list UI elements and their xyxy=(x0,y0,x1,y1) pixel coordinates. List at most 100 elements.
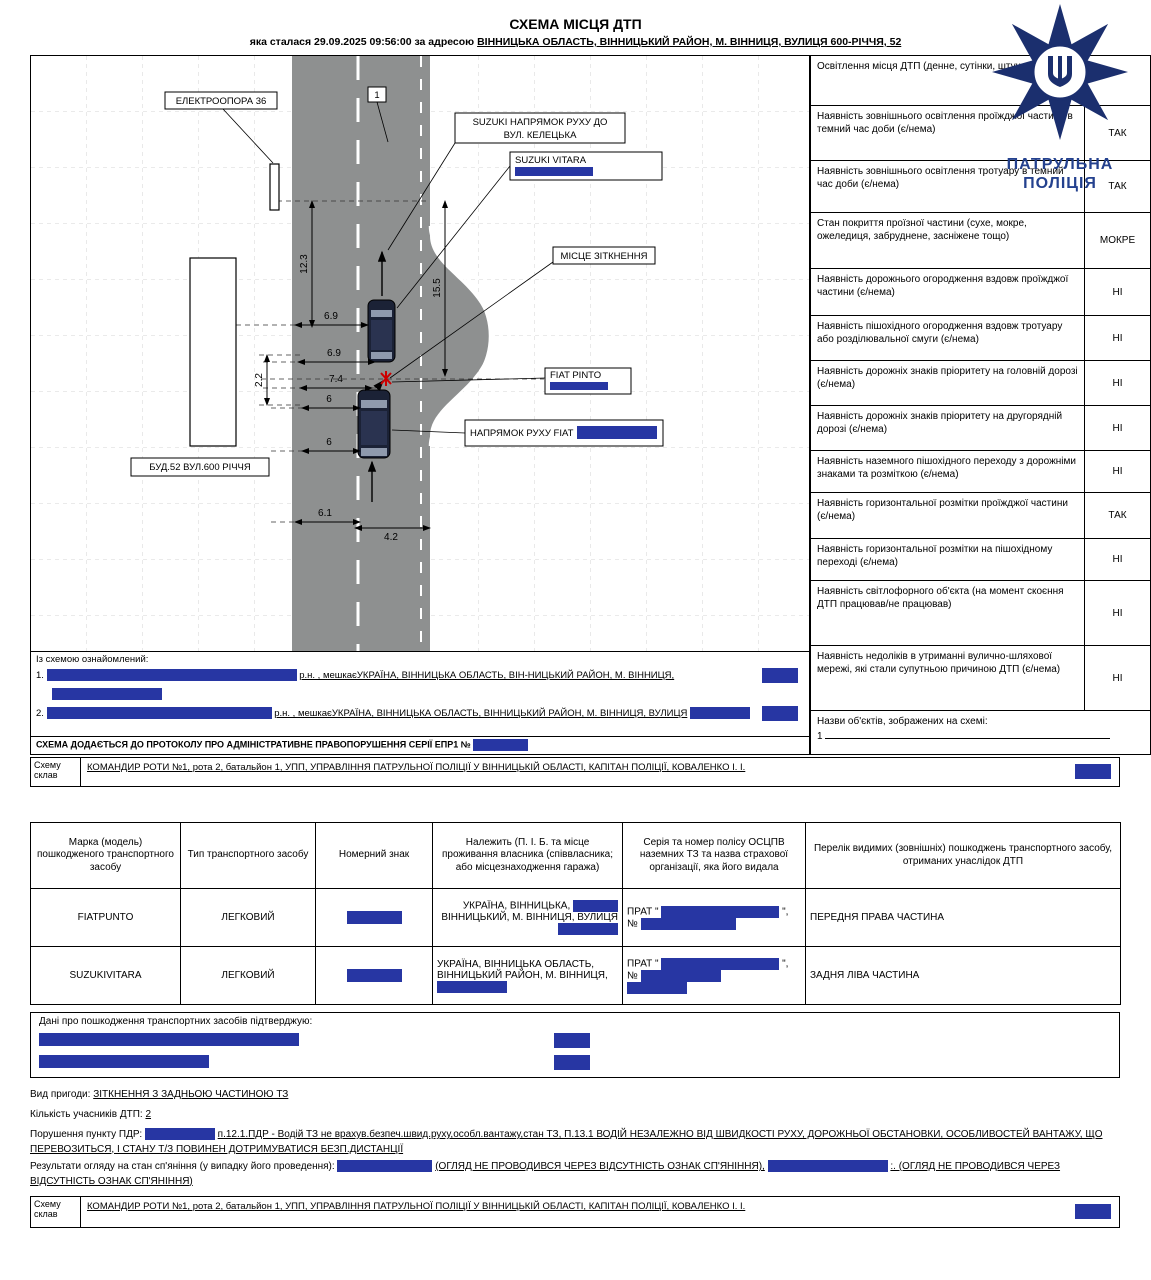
patrol-police-logo: ПАТРУЛЬНА ПОЛІЦІЯ xyxy=(988,0,1132,220)
redaction xyxy=(661,905,780,918)
vehicle-row-fiat: FIATPUNTO ЛЕГКОВИЙ УКРАЇНА, ВІННИЦЬКА, В… xyxy=(30,888,1121,947)
police-logo-line1: ПАТРУЛЬНА xyxy=(1006,156,1114,173)
col-header-type: Тип транспортного засобу xyxy=(180,822,316,889)
condition-answer: МОКРЕ xyxy=(1084,213,1150,268)
diagram-canvas: 12.3 15.5 6.9 6.9 2.2 7.4 6 6 6.1 4.2 xyxy=(31,56,809,651)
violation-text: п.12.1.ПДР - Водій ТЗ не врахув.безпеч.ш… xyxy=(30,1129,1103,1155)
redaction xyxy=(473,739,529,751)
condition-row: Наявність світлофорного об'єкта (на моме… xyxy=(811,581,1150,646)
incident-type-value: ЗІТКНЕННЯ З ЗАДНЬОЮ ЧАСТИНОЮ ТЗ xyxy=(93,1089,289,1100)
quote: ", xyxy=(782,906,789,918)
composer-label-line1: Схему xyxy=(34,1199,61,1209)
page-title: СХЕМА МІСЦЯ ДТП xyxy=(509,16,642,32)
condition-row: Наявність дорожнього огородження вздовж … xyxy=(811,269,1150,316)
redaction xyxy=(577,426,657,439)
label-building: БУД.52 ВУЛ.600 РІЧЧЯ xyxy=(149,462,251,473)
condition-row: Стан покриття проїзної частини (сухе, мо… xyxy=(811,213,1150,269)
dimension-6a: 6 xyxy=(326,394,332,405)
vehicle-owner: УКРАЇНА, ВІННИЦЬКА ОБЛАСТЬ, ВІННИЦЬКИЙ Р… xyxy=(432,946,623,1005)
redaction xyxy=(52,688,162,701)
vehicle-damage: ПЕРЕДНЯ ПРАВА ЧАСТИНА xyxy=(805,888,1121,947)
condition-question: Наявність світлофорного об'єкта (на моме… xyxy=(817,586,1064,610)
insurer-org-label: ПРАТ xyxy=(627,958,653,970)
condition-question: Наявність горизонтальної розмітки на піш… xyxy=(817,544,1053,568)
redaction xyxy=(515,167,593,176)
damage-confirmation-title: Дані про пошкодження транспортних засобі… xyxy=(39,1016,313,1027)
condition-question: Наявність зовнішнього освітлення тротуар… xyxy=(817,166,1064,190)
participant-1-residence: р.н. , мешкаєУКРАЇНА, ВІННИЦЬКА ОБЛАСТЬ,… xyxy=(299,670,675,681)
vehicle-plate xyxy=(315,888,433,947)
redaction xyxy=(346,911,402,924)
vehicle-owner: УКРАЇНА, ВІННИЦЬКА, ВІННИЦЬКИЙ, М. ВІННИ… xyxy=(432,888,623,947)
sobriety-label: Результати огляду на стан сп'яніння (у в… xyxy=(30,1161,335,1172)
condition-question: Наявність дорожніх знаків пріоритету на … xyxy=(817,366,1078,390)
occurred-prefix: яка сталася 29.09.2025 09:56:00 за адрес… xyxy=(249,36,475,48)
violation-label: Порушення пункту ПДР: xyxy=(30,1129,143,1140)
owner-text: ВІННИЦЬКИЙ, М. ВІННИЦЯ, ВУЛИЦЯ xyxy=(441,912,618,923)
dimension-12-3: 12.3 xyxy=(299,254,310,274)
condition-question: Наявність дорожніх знаків пріоритету на … xyxy=(817,411,1063,435)
sobriety-result-2: :. (ОГЛЯД НЕ ПРОВОДИВСЯ ЧЕРЕЗ ВІДСУТНІСТ… xyxy=(30,1161,1061,1187)
dimension-6b: 6 xyxy=(326,437,332,448)
acknowledgment-line-1: 1. р.н. , мешкаєУКРАЇНА, ВІННИЦЬКА ОБЛАС… xyxy=(36,668,804,684)
redaction xyxy=(144,1128,215,1141)
composer-label: Схему склав xyxy=(31,758,81,786)
signature-redaction xyxy=(1075,764,1111,779)
condition-answer: НІ xyxy=(1084,361,1150,405)
vehicle-insurance: ПРАТ " ", № xyxy=(622,888,806,947)
condition-row: Наявність дорожніх знаків пріоритету на … xyxy=(811,361,1150,406)
condition-answer: ТАК xyxy=(1084,493,1150,538)
vehicle-table: Марка (модель) пошкодженого транспортног… xyxy=(30,822,1121,1005)
condition-answer: НІ xyxy=(1084,581,1150,645)
accident-address: ВІННИЦЬКА ОБЛАСТЬ, ВІННИЦЬКИЙ РАЙОН, М. … xyxy=(477,36,902,48)
condition-answer: НІ xyxy=(1084,316,1150,360)
redaction xyxy=(346,969,402,982)
scheme-objects-row: Назви об'єктів, зображених на схемі: 1 xyxy=(811,711,1150,754)
condition-row: Наявність наземного пішохідного переходу… xyxy=(811,451,1150,493)
condition-row: Наявність горизонтальної розмітки на піш… xyxy=(811,539,1150,581)
quote: ", xyxy=(782,958,789,970)
redaction xyxy=(39,1033,299,1046)
condition-question: Наявність горизонтальної розмітки проїжд… xyxy=(817,498,1068,522)
participants-count: 2 xyxy=(145,1109,152,1120)
label-collision-point: МІСЦЕ ЗІТКНЕННЯ xyxy=(561,251,648,262)
car-fiat-punto xyxy=(357,389,391,459)
sobriety-result-1: (ОГЛЯД НЕ ПРОВОДИВСЯ ЧЕРЕЗ ВІДСУТНІСТЬ О… xyxy=(435,1161,765,1172)
owner-text: УКРАЇНА, ВІННИЦЬКА ОБЛАСТЬ, xyxy=(437,958,595,970)
composer-name: КОМАНДИР РОТИ №1, рота 2, батальйон 1, У… xyxy=(87,762,746,773)
police-logo-text: ПАТРУЛЬНА ПОЛІЦІЯ xyxy=(988,155,1132,193)
redaction xyxy=(550,382,608,390)
incident-type-line: Вид пригоди: ЗІТКНЕННЯ З ЗАДНЬОЮ ЧАСТИНО… xyxy=(30,1088,1120,1103)
condition-answer: НІ xyxy=(1084,539,1150,580)
dimensions: 12.3 15.5 6.9 6.9 2.2 7.4 6 6 6.1 4.2 xyxy=(254,200,448,543)
dimension-15-5: 15.5 xyxy=(432,278,443,298)
col-header-owner: Належить (П. І. Б. та місце проживання в… xyxy=(432,822,623,889)
owner-text: УКРАЇНА, ВІННИЦЬКА, xyxy=(462,900,571,912)
participants-label: Кількість учасників ДТП: xyxy=(30,1109,143,1120)
vehicle-make: SUZUKIVITARA xyxy=(30,946,181,1005)
redaction xyxy=(661,957,780,970)
attachment-note-text: СХЕМА ДОДАЄТЬСЯ ДО ПРОТОКОЛУ ПРО АДМІНІС… xyxy=(36,739,471,750)
redaction xyxy=(337,1160,433,1173)
diagram-labels: ЕЛЕКТРООПОРА 36 1 SUZUKI НАПРЯМОК РУХУ Д… xyxy=(130,86,664,477)
condition-question: Наявність недоліків в утриманні вулично-… xyxy=(817,651,1061,675)
acknowledgment-line-1b xyxy=(36,687,804,703)
scheme-composer-row-bottom: Схему склав КОМАНДИР РОТИ №1, рота 2, ба… xyxy=(30,1196,1120,1228)
scheme-objects-item-number: 1 xyxy=(817,730,823,742)
scheme-objects-label: Назви об'єктів, зображених на схемі: xyxy=(817,716,988,727)
condition-question: Освітлення місця ДТП (денне, сутінки, шт… xyxy=(817,61,1036,72)
condition-answer: НІ xyxy=(1084,269,1150,315)
label-electric-pole: ЕЛЕКТРООПОРА 36 xyxy=(176,96,267,107)
label-suzuki-direction-line2: ВУЛ. КЕЛЕЦЬКА xyxy=(504,130,577,141)
redaction xyxy=(689,707,750,720)
participant-number: 2. xyxy=(36,708,44,719)
policy-number-label: № xyxy=(627,918,638,930)
trident-icon xyxy=(1048,56,1072,87)
confirmation-signature-row xyxy=(39,1055,1111,1071)
acknowledgment-title: Із схемою ознайомлений: xyxy=(36,654,149,665)
damage-confirmation-section: Дані про пошкодження транспортних засобі… xyxy=(30,1012,1120,1078)
quote: " xyxy=(654,958,659,970)
label-marker-1: 1 xyxy=(374,90,379,101)
owner-text: ВІННИЦЬКИЙ РАЙОН, М. ВІННИЦЯ, xyxy=(437,969,608,981)
